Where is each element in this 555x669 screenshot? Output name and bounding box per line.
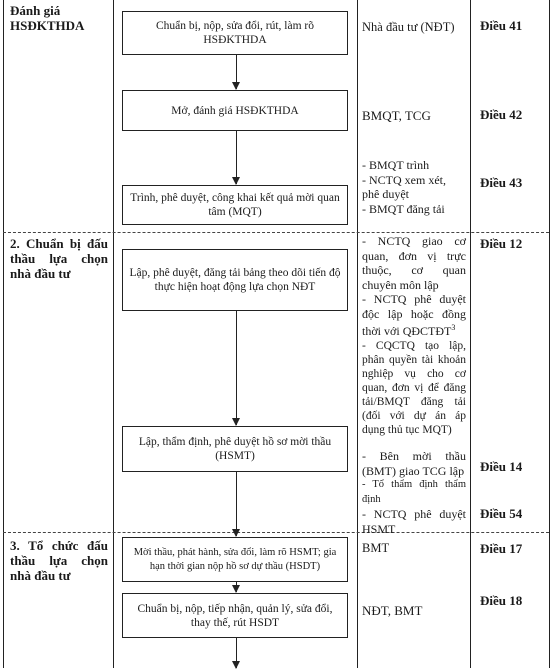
flow-step-box: Lập, thẩm định, phê duyệt hồ sơ mời thầu… [122, 426, 348, 472]
responsibility-item: - Bên mời thầu (BMT) giao TCG lập [362, 449, 466, 478]
flow-step-box: Chuẩn bị, nộp, tiếp nhận, quản lý, sửa đ… [122, 593, 348, 638]
responsibility-item: - BMQT trình [362, 158, 430, 172]
responsibility-text: Nhà đầu tư (NĐT) [362, 20, 455, 34]
responsibility-list: - NCTQ giao cơ quan, đơn vị trực thuộc, … [362, 234, 466, 437]
responsibility-list: - BMQT trình - NCTQ xem xét, phê duyệt -… [362, 158, 466, 216]
row-separator [3, 232, 549, 233]
flow-arrow [232, 472, 240, 537]
footnote-marker: 3 [451, 323, 456, 332]
table-border-left [3, 0, 4, 668]
table-border-right [549, 0, 550, 668]
article-reference: Điều 54 [480, 506, 523, 521]
responsibility-list: - Bên mời thầu (BMT) giao TCG lập - Tổ t… [362, 449, 466, 536]
flow-step-box: Lập, phê duyệt, đăng tải bảng theo dõi t… [122, 249, 348, 311]
responsibility-item: - NCTQ giao cơ quan, đơn vị trực thuộc, … [362, 234, 466, 292]
article-reference: Điều 18 [480, 593, 523, 608]
responsibility-item: - NCTQ phê duyệt HSMT [362, 507, 466, 536]
responsibility-item: - NCTQ phê duyệt độc lập hoặc đồng thời … [362, 292, 466, 338]
table-divider-flow [357, 0, 358, 668]
article-reference: Điều 43 [480, 175, 523, 190]
row-separator [3, 532, 549, 533]
article-reference: Điều 12 [480, 236, 523, 251]
responsibility-item: - Tổ thẩm định thẩm định [362, 479, 466, 505]
table-divider-stage [113, 0, 114, 668]
stage-label: 3. Tổ chức đấu thầu lựa chọn nhà đầu tư [10, 538, 108, 583]
article-reference: Điều 14 [480, 459, 523, 474]
article-reference: Điều 17 [480, 541, 523, 556]
flow-step-box: Trình, phê duyệt, công khai kết quả mời … [122, 185, 348, 225]
flow-arrow [232, 582, 240, 593]
responsibility-text: NĐT, BMT [362, 603, 423, 618]
responsibility-item: - NCTQ xem xét, phê duyệt [362, 172, 446, 202]
flow-step-box: Mở, đánh giá HSĐKTHDA [122, 90, 348, 131]
responsibility-text: BMQT, TCG [362, 108, 431, 123]
flow-step-box: Mời thầu, phát hành, sửa đổi, làm rõ HSM… [122, 537, 348, 582]
flow-arrow [232, 311, 240, 426]
responsibility-item: - BMQT đăng tải [362, 201, 445, 216]
stage-label: 2. Chuẩn bị đấu thầu lựa chọn nhà đầu tư [10, 236, 108, 281]
article-reference: Điều 41 [480, 18, 523, 33]
responsibility-item: - CQCTQ tạo lập, phân quyền tài khoản ng… [362, 339, 466, 436]
article-reference: Điều 42 [480, 107, 523, 122]
flow-arrow [232, 638, 240, 669]
flow-arrow [232, 55, 240, 90]
responsibility-text: BMT [362, 541, 390, 555]
table-divider-resp [470, 0, 471, 668]
flow-arrow [232, 131, 240, 185]
flow-step-box: Chuẩn bị, nộp, sửa đổi, rút, làm rõ HSĐK… [122, 11, 348, 55]
stage-label: Đánh giá HSĐKTHDA [10, 3, 85, 33]
